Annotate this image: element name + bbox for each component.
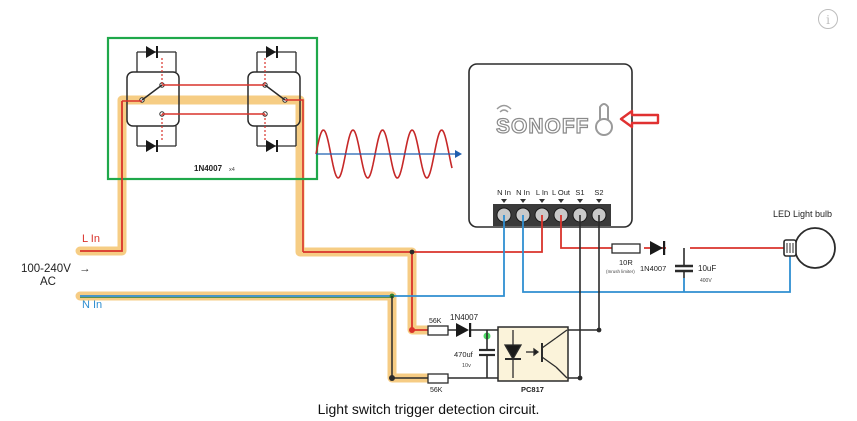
label-ac-voltage: 100-240V	[21, 263, 71, 275]
label-cap-10uf: 10uF	[698, 264, 716, 273]
capacitor-10uf	[675, 248, 693, 278]
capacitor-470uf	[479, 330, 495, 378]
caption-bar	[0, 395, 857, 421]
traveler-wires	[122, 84, 304, 252]
label-ac: AC	[40, 276, 56, 288]
caption: Light switch trigger detection circuit.	[317, 401, 540, 417]
resistor-56k-top	[427, 325, 449, 336]
label-resistor-10r-note: (Inrush limiter)	[606, 269, 635, 274]
label-diode-pack: 1N4007	[194, 164, 223, 173]
diode-taps	[161, 58, 266, 140]
label-diode-1n4007-bottom: 1N4007	[450, 313, 479, 322]
label-led-bulb: LED Light bulb	[773, 209, 832, 219]
label-resistor-10r: 10R	[619, 258, 633, 267]
terminal-label-s1: S1	[575, 188, 584, 197]
highlight-path	[75, 95, 437, 383]
label-cap-10uf-rating: 400V	[700, 278, 712, 284]
optocoupler-pc817	[497, 326, 569, 382]
arrow-right-icon: →	[79, 263, 91, 275]
label-optocoupler: PC817	[521, 385, 544, 394]
brand-logo: SONOFF	[496, 115, 590, 138]
terminal-label-l-in: L In	[536, 188, 548, 197]
sonoff-module	[468, 63, 633, 228]
wifi-icon	[496, 104, 512, 113]
label-l-in: L In	[82, 233, 100, 245]
line-wires	[80, 101, 790, 331]
reset-button-icon	[595, 103, 613, 136]
bottom-return-wire	[391, 296, 498, 379]
label-resistor-56k-top: 56K	[429, 318, 442, 325]
terminal-label-l-out: L Out	[552, 188, 571, 197]
terminal-labels: N In N In L In L Out S1 S2	[497, 188, 603, 197]
info-icon[interactable]: i	[818, 9, 838, 29]
resistor-10r	[611, 243, 641, 254]
label-diode-1n4007-top: 1N4007	[640, 264, 666, 273]
resistor-56k-bottom	[427, 373, 449, 384]
switch-highlight-box	[106, 36, 319, 181]
left-arrow-icon	[619, 109, 660, 129]
label-cap-470uf-rating: 10v	[462, 363, 471, 369]
terminal-label-n-in-2: N In	[516, 188, 530, 197]
terminal-label-n-in-1: N In	[497, 188, 511, 197]
terminal-label-s2: S2	[594, 188, 603, 197]
label-resistor-56k-bottom: 56K	[430, 387, 443, 394]
label-diode-pack-qty: x4	[229, 167, 235, 173]
label-n-in: N In	[82, 299, 102, 311]
rf-signal-wave	[315, 129, 453, 179]
rf-signal-arrowhead	[455, 150, 462, 158]
diode-symbols	[146, 46, 278, 152]
diode-1n4007-top	[650, 241, 666, 255]
label-cap-470uf: 470uf	[454, 350, 474, 359]
terminal-arrows	[501, 199, 602, 203]
neutral-wires	[80, 215, 791, 297]
optocoupler-internals	[503, 329, 568, 379]
light-bulb-icon	[783, 227, 836, 269]
junction-dots	[389, 249, 602, 381]
diode-1n4007-bottom	[448, 323, 498, 337]
